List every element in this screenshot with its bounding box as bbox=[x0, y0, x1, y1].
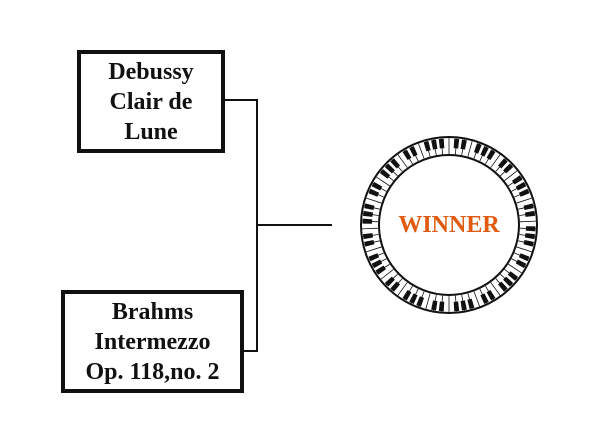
black-key bbox=[486, 289, 496, 301]
black-key bbox=[525, 226, 536, 232]
black-key bbox=[438, 138, 445, 149]
white-key-divider bbox=[376, 176, 390, 187]
black-keys bbox=[362, 138, 536, 312]
black-key bbox=[368, 188, 380, 197]
black-key bbox=[368, 253, 380, 262]
black-key bbox=[515, 181, 527, 191]
black-key bbox=[453, 138, 460, 149]
black-key bbox=[503, 276, 514, 287]
bracket-entry-top: Debussy Clair de Lune bbox=[77, 50, 225, 153]
black-key bbox=[409, 293, 418, 304]
white-key-divider bbox=[473, 291, 480, 307]
black-key bbox=[480, 146, 489, 157]
ring-inner-border bbox=[378, 154, 520, 296]
white-key-divider bbox=[425, 293, 431, 309]
black-key bbox=[379, 169, 391, 179]
black-key bbox=[362, 233, 374, 240]
connector-bottom-horizontal bbox=[244, 350, 257, 352]
white-key-divider bbox=[516, 246, 532, 253]
black-key bbox=[371, 259, 383, 269]
black-key bbox=[497, 281, 508, 292]
black-key bbox=[518, 253, 530, 262]
black-key bbox=[409, 146, 418, 157]
piano-keyboard-ring-icon bbox=[360, 136, 538, 314]
black-key bbox=[453, 301, 460, 312]
black-key bbox=[518, 188, 530, 197]
black-key bbox=[486, 149, 496, 161]
black-key bbox=[523, 239, 534, 247]
winner-circle: WINNER bbox=[359, 135, 539, 315]
ring-outer-border bbox=[360, 136, 538, 314]
winner-label: WINNER bbox=[398, 211, 500, 238]
black-key bbox=[460, 139, 467, 150]
black-key bbox=[423, 140, 431, 152]
entry-title-line-1: Clair de bbox=[109, 88, 193, 115]
black-key bbox=[416, 296, 425, 307]
entry-title-line-2: Op. 118,no. 2 bbox=[85, 358, 220, 385]
black-key bbox=[507, 271, 519, 281]
connector-top-horizontal bbox=[225, 99, 257, 101]
black-key bbox=[523, 203, 534, 211]
entry-composer: Brahms bbox=[111, 298, 194, 325]
black-key bbox=[431, 300, 438, 311]
white-key-divider bbox=[467, 141, 473, 157]
black-key bbox=[524, 210, 536, 217]
black-key bbox=[402, 149, 412, 161]
black-key bbox=[497, 158, 508, 169]
black-key bbox=[390, 281, 401, 292]
black-key bbox=[503, 163, 514, 174]
white-key-divider bbox=[490, 154, 501, 168]
white-key-divider bbox=[508, 263, 522, 274]
black-key bbox=[438, 301, 445, 312]
black-key bbox=[512, 175, 523, 185]
white-key-divider bbox=[397, 282, 408, 296]
black-key bbox=[515, 259, 527, 269]
white-key-divider bbox=[519, 220, 536, 223]
black-key bbox=[362, 218, 373, 224]
black-key bbox=[371, 181, 383, 191]
black-key bbox=[473, 143, 482, 154]
white-key-divider bbox=[516, 197, 532, 204]
white-key-divider bbox=[366, 246, 382, 253]
white-key-divider bbox=[504, 170, 518, 182]
black-key bbox=[362, 210, 374, 217]
entry-composer: Debussy bbox=[108, 58, 194, 85]
entry-title-line-1: Intermezzo bbox=[94, 328, 211, 355]
black-key bbox=[375, 265, 386, 275]
white-key-divider bbox=[362, 227, 379, 230]
black-key bbox=[364, 203, 375, 211]
white-key-divider bbox=[490, 282, 501, 296]
black-key bbox=[364, 239, 375, 247]
black-key bbox=[524, 233, 536, 240]
black-key bbox=[402, 289, 412, 301]
black-key bbox=[384, 163, 395, 174]
connector-to-winner bbox=[256, 224, 332, 226]
black-key bbox=[467, 298, 475, 310]
black-key bbox=[460, 300, 467, 311]
white-key-divider bbox=[397, 154, 408, 168]
black-key bbox=[384, 276, 395, 287]
black-key bbox=[390, 158, 401, 169]
black-key bbox=[431, 139, 438, 150]
bracket-entry-bottom: Brahms Intermezzo Op. 118,no. 2 bbox=[61, 290, 244, 393]
entry-title-line-2: Lune bbox=[124, 118, 178, 145]
white-key-divider bbox=[418, 143, 425, 159]
white-key-divider bbox=[366, 197, 382, 204]
white-key-divider bbox=[380, 268, 394, 280]
black-key bbox=[480, 293, 489, 304]
